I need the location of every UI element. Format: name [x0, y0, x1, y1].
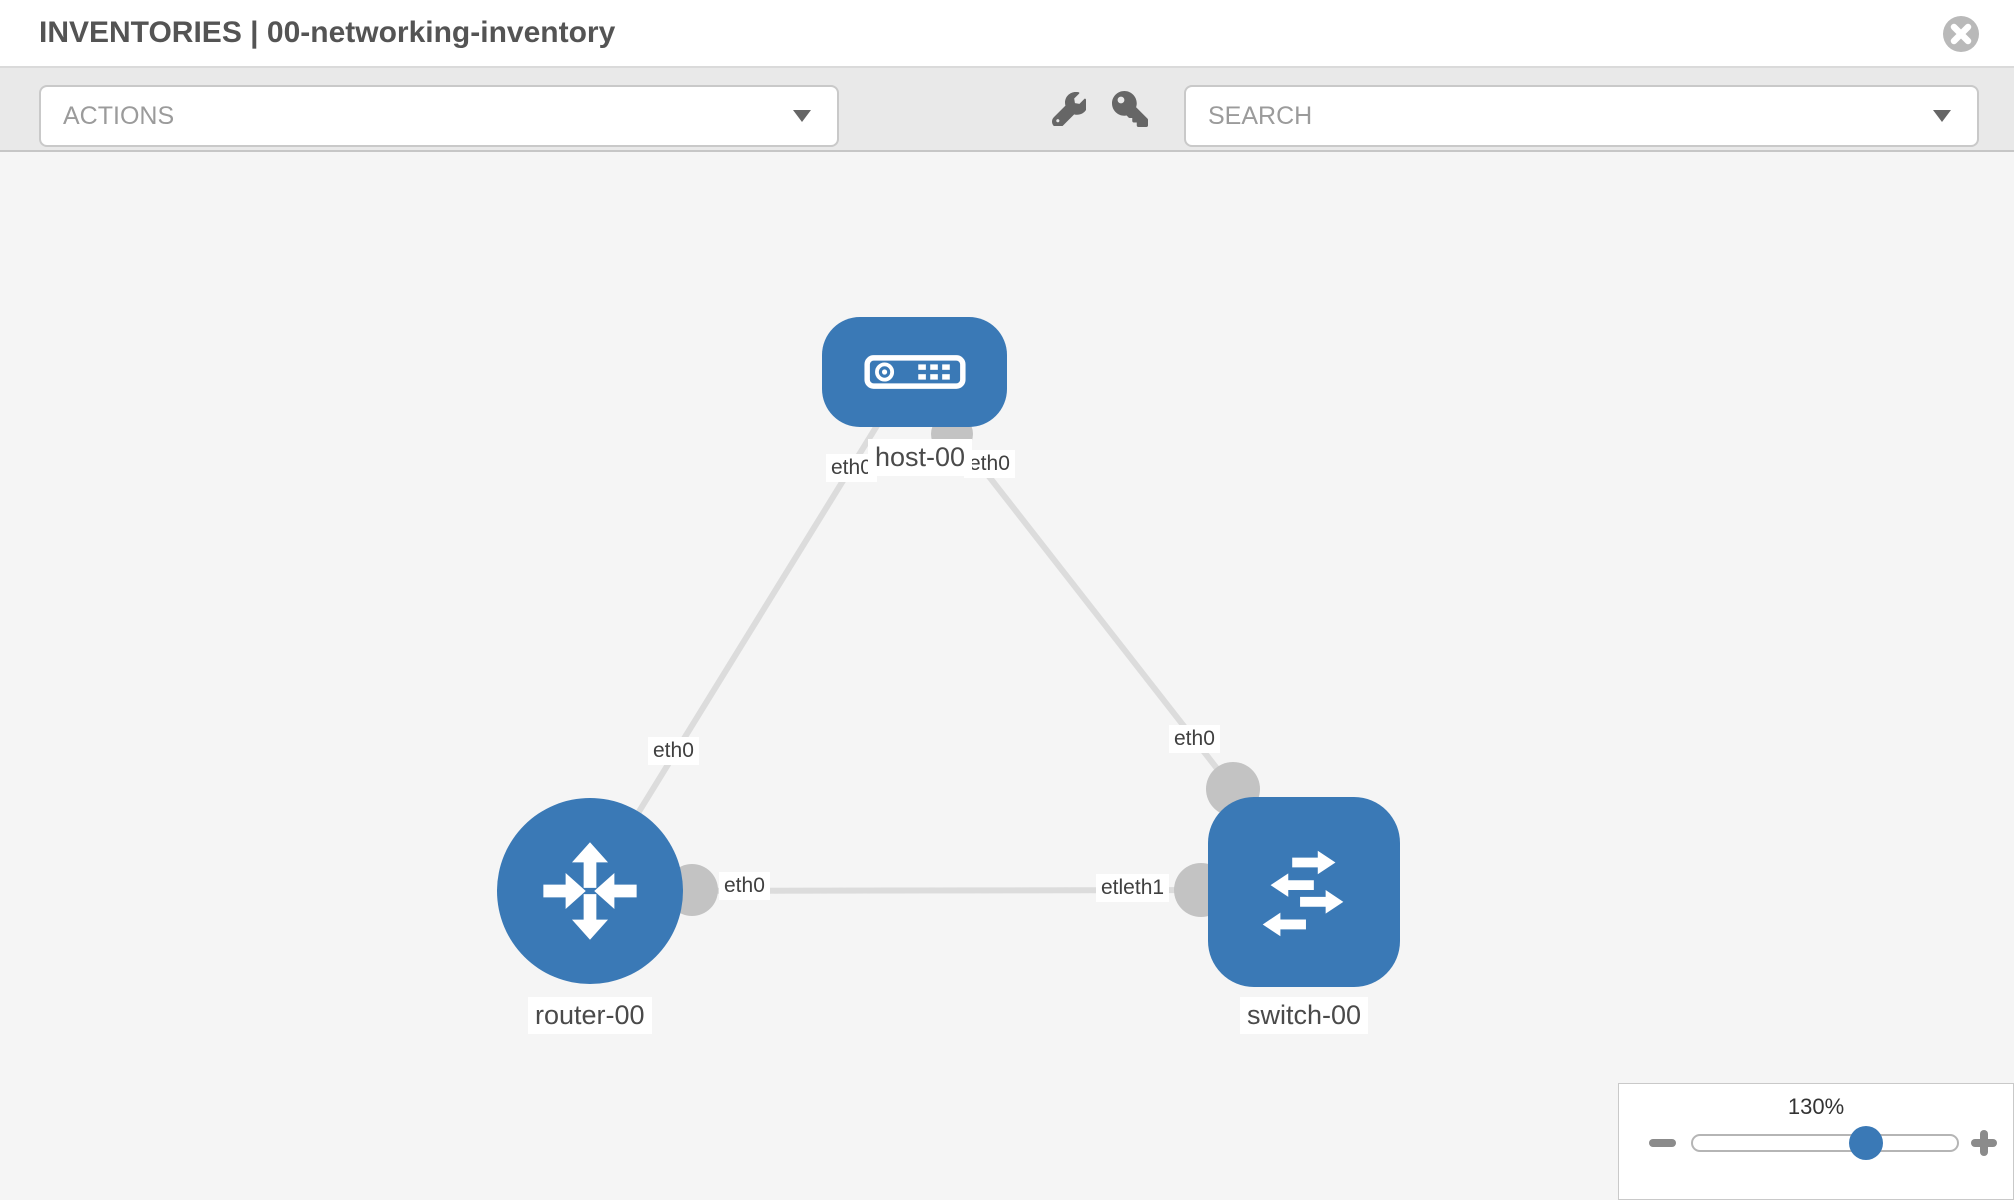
- zoom-panel: 130%: [1618, 1083, 2014, 1200]
- zoom-slider-track[interactable]: [1691, 1126, 1959, 1160]
- zoom-slider-knob[interactable]: [1849, 1126, 1883, 1160]
- actions-dropdown-label: ACTIONS: [63, 101, 175, 130]
- close-button[interactable]: [1942, 15, 1980, 53]
- close-icon: [1943, 16, 1979, 52]
- toolbar: ACTIONS SEARCH: [0, 68, 2014, 152]
- zoom-in-button plus-icon[interactable]: [1971, 1130, 1997, 1156]
- key-icon[interactable]: [1112, 91, 1148, 127]
- actions-dropdown[interactable]: ACTIONS: [39, 85, 839, 147]
- node-switch-00[interactable]: [1208, 797, 1400, 987]
- search-dropdown-label: SEARCH: [1208, 101, 1313, 130]
- router-icon: [543, 842, 637, 940]
- node-label-switch-00[interactable]: switch-00: [1240, 997, 1369, 1034]
- chevron-down-icon: [1933, 110, 1951, 122]
- node-router-00[interactable]: [497, 798, 683, 984]
- plus-icon-bar: [1980, 1130, 1988, 1156]
- interface-label-router-on-switch-link[interactable]: eth0: [719, 872, 770, 900]
- page-title: INVENTORIES | 00-networking-inventory: [39, 16, 616, 49]
- node-host-00[interactable]: [822, 317, 1007, 427]
- interface-label-host-on-switch-link[interactable]: eth0: [964, 450, 1015, 478]
- interface-label-switch-on-host-link[interactable]: eth0: [1169, 725, 1220, 753]
- topology-canvas[interactable]: eth0 eth0 host-00 eth0 eth0 eth0 etleth1…: [0, 152, 2014, 1200]
- node-label-router-00[interactable]: router-00: [528, 997, 652, 1034]
- wrench-icon[interactable]: [1052, 92, 1086, 126]
- interface-label-switch-on-router-link[interactable]: etleth1: [1096, 874, 1170, 902]
- header: INVENTORIES | 00-networking-inventory: [0, 0, 2014, 68]
- toolbar-icons: [1052, 68, 1148, 150]
- host-icon: [863, 355, 966, 389]
- zoom-out-button minus-icon[interactable]: [1649, 1139, 1676, 1147]
- interface-label-router-on-host-link[interactable]: eth0: [648, 737, 699, 765]
- search-dropdown[interactable]: SEARCH: [1184, 85, 1979, 147]
- switch-icon: [1262, 850, 1344, 937]
- chevron-down-icon: [793, 110, 811, 122]
- node-label-host-00[interactable]: host-00: [868, 439, 973, 476]
- zoom-level: 130%: [1787, 1094, 1845, 1119]
- links-layer: [587, 413, 1260, 917]
